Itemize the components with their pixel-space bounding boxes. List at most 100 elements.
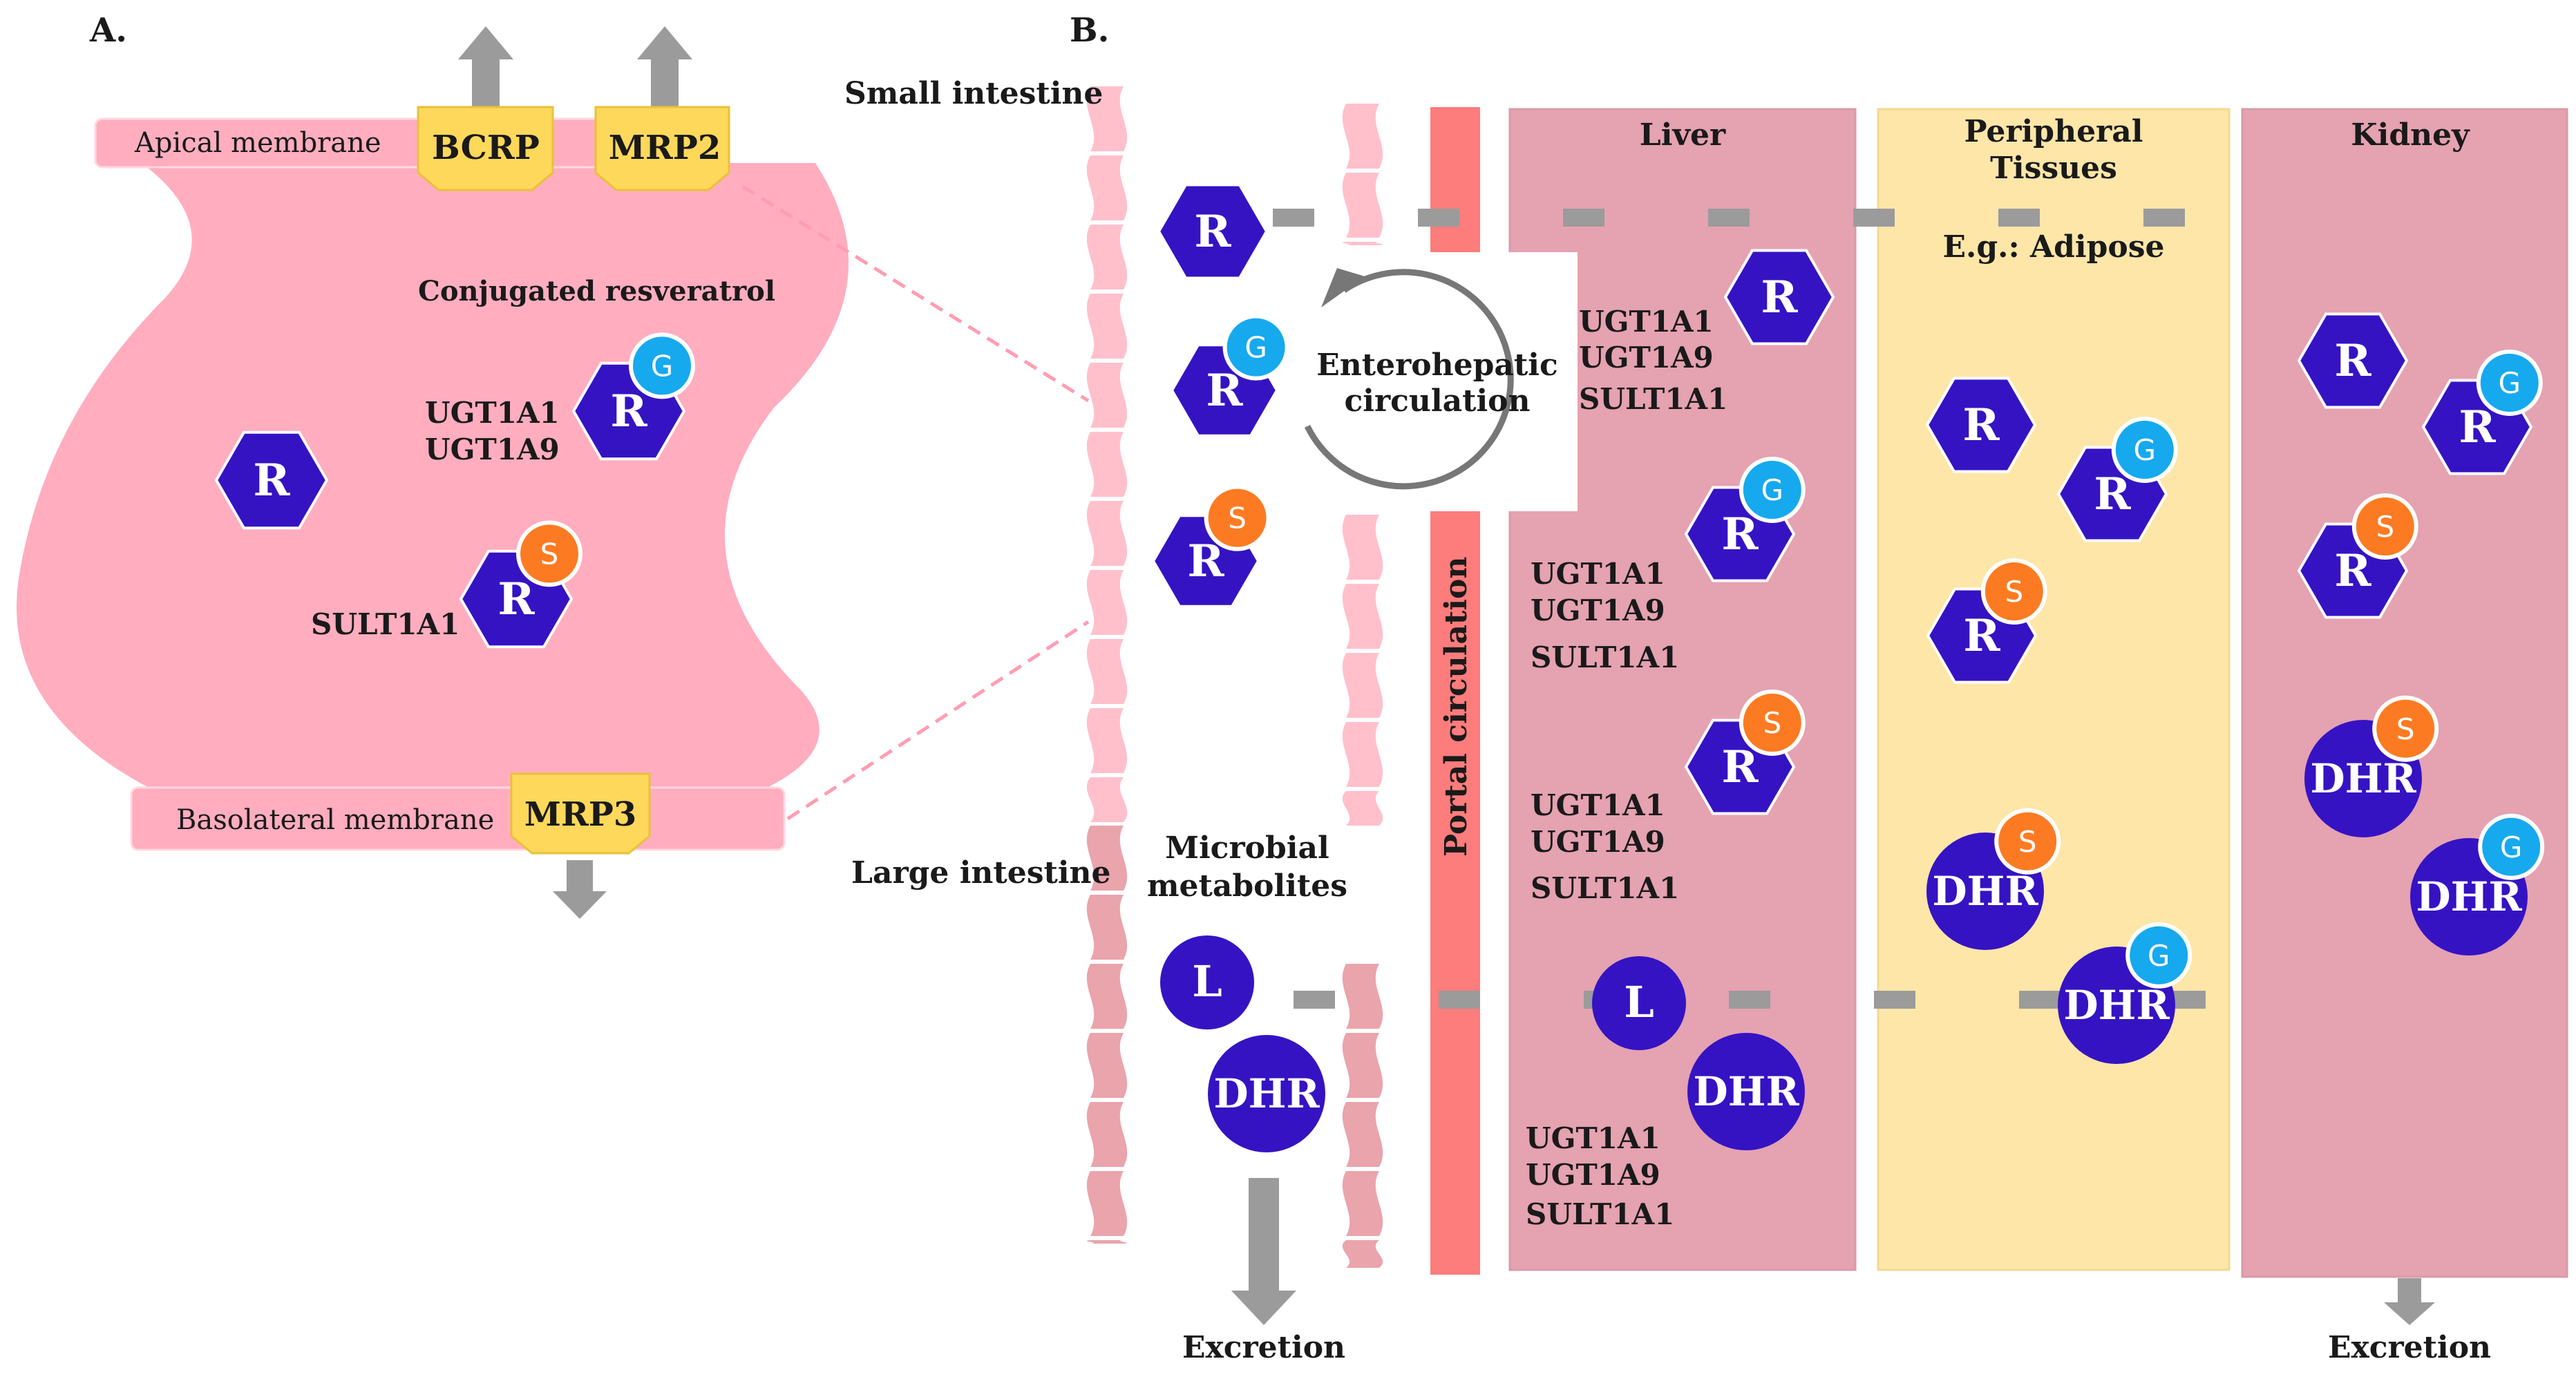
glucuronide-badge: G bbox=[2476, 350, 2543, 417]
resveratrol-sulfate-molecule: RS bbox=[1684, 690, 1806, 815]
svg-text:R: R bbox=[1721, 508, 1759, 560]
glucuronide-badge: G bbox=[2111, 417, 2178, 484]
mrp2-export-arrow bbox=[637, 26, 692, 111]
svg-text:DHR: DHR bbox=[1693, 1068, 1799, 1115]
intestine-wall-segment bbox=[1342, 104, 1383, 169]
svg-text:UGT1A9: UGT1A9 bbox=[1526, 1158, 1660, 1192]
microbial-label-line2: metabolites bbox=[1147, 868, 1347, 904]
portal-circulation-label: Portal circulation bbox=[1439, 557, 1474, 857]
svg-text:R: R bbox=[2094, 468, 2131, 520]
dihydroresveratrol-molecule: DHR bbox=[1687, 1033, 1805, 1150]
enterohepatic-label-line1: Enterohepatic bbox=[1316, 348, 1557, 383]
intestine-wall-segment bbox=[1086, 895, 1128, 960]
sulfate-badge: S bbox=[2372, 695, 2439, 762]
svg-text:UGT1A1: UGT1A1 bbox=[1531, 557, 1665, 591]
intestine-wall-segment bbox=[1086, 1033, 1128, 1098]
intestine-wall-segment bbox=[1342, 173, 1383, 238]
intestinal-excretion-arrow bbox=[1231, 1178, 1296, 1325]
enterohepatic-label-line2: circulation bbox=[1344, 383, 1530, 419]
intestine-wall-segment bbox=[1342, 722, 1383, 787]
svg-text:L: L bbox=[1192, 956, 1222, 1007]
resveratrol-molecule: R bbox=[214, 430, 329, 530]
liver-enzymes-group-3: UGT1A1 UGT1A9 SULT1A1 bbox=[1531, 788, 1679, 905]
panel-b-label: B. bbox=[1070, 11, 1109, 50]
sulfate-badge: S bbox=[516, 520, 583, 587]
svg-text:DHR: DHR bbox=[2416, 873, 2522, 920]
kidney-compartment bbox=[2241, 108, 2568, 1278]
intestine-wall-segment bbox=[1342, 791, 1383, 826]
intestine-wall-segment bbox=[1342, 1102, 1383, 1167]
svg-text:R: R bbox=[2334, 335, 2371, 387]
intestine-wall-segment bbox=[1086, 777, 1128, 822]
large-intestine-wall-right bbox=[1342, 964, 1383, 1268]
transporter-mrp2: MRP2 bbox=[594, 106, 730, 191]
microbial-label-line1: Microbial bbox=[1165, 830, 1329, 866]
zoom-line-top bbox=[741, 184, 1090, 403]
enzyme-ugt1a9-label: UGT1A9 bbox=[425, 432, 560, 466]
intestine-wall-segment bbox=[1342, 242, 1383, 245]
mrp3-efflux-arrow bbox=[553, 860, 607, 919]
intestine-wall-segment bbox=[1086, 363, 1128, 428]
resveratrol-molecule: R bbox=[1925, 377, 2037, 473]
resveratrol-glucuronide-molecule: RG bbox=[571, 332, 695, 461]
peripheral-label-line2: Tissues bbox=[1990, 151, 2117, 186]
liver-enzymes-group-2: UGT1A1 UGT1A9 SULT1A1 bbox=[1531, 557, 1679, 674]
enterohepatic-arrowhead bbox=[1321, 268, 1365, 307]
intestine-wall-segment bbox=[1342, 1171, 1383, 1236]
large-intestine-wall-left bbox=[1086, 826, 1128, 1244]
liver-enzymes-group-1: UGT1A1 UGT1A9 SULT1A1 bbox=[1579, 305, 1727, 416]
intestine-wall-segment bbox=[1342, 515, 1383, 580]
renal-excretion-label: Excretion bbox=[2328, 1330, 2491, 1365]
transporter-mrp3: MRP3 bbox=[510, 772, 651, 855]
svg-text:R: R bbox=[2334, 545, 2371, 597]
intestine-wall-segment bbox=[1086, 826, 1128, 891]
resveratrol-molecule: R bbox=[1157, 183, 1269, 280]
lunularin-molecule: L bbox=[1160, 935, 1254, 1029]
svg-text:G: G bbox=[2134, 433, 2157, 467]
intestine-wall-segment bbox=[1086, 964, 1128, 1029]
peripheral-example-label: E.g.: Adipose bbox=[1943, 229, 2165, 265]
small-intestine-wall-left bbox=[1086, 86, 1128, 822]
intestine-wall-segment bbox=[1086, 639, 1128, 704]
intestine-wall-group bbox=[1086, 86, 1383, 1268]
panel-a-label: A. bbox=[89, 11, 127, 50]
intestine-wall-segment bbox=[1342, 964, 1383, 1029]
intestinal-excretion-label: Excretion bbox=[1182, 1330, 1345, 1365]
kidney-label: Kidney bbox=[2351, 117, 2470, 153]
svg-text:SULT1A1: SULT1A1 bbox=[1579, 382, 1727, 416]
glucuronide-badge: G bbox=[1739, 457, 1806, 524]
svg-text:S: S bbox=[2396, 712, 2415, 746]
svg-text:G: G bbox=[2500, 830, 2523, 864]
svg-text:MRP2: MRP2 bbox=[609, 129, 721, 167]
svg-text:SULT1A1: SULT1A1 bbox=[1526, 1197, 1674, 1231]
svg-text:S: S bbox=[2376, 510, 2394, 544]
glucuronide-badge: G bbox=[629, 332, 695, 399]
svg-text:R: R bbox=[1761, 272, 1798, 323]
intestine-wall-segment bbox=[1086, 570, 1128, 635]
svg-text:S: S bbox=[2005, 575, 2023, 609]
intestine-wall-segment bbox=[1086, 86, 1128, 151]
resveratrol-molecule: R bbox=[1723, 249, 1835, 345]
svg-text:UGT1A9: UGT1A9 bbox=[1531, 825, 1665, 859]
peripheral-label-line1: Peripheral bbox=[1964, 114, 2143, 149]
molecule-layer: RRGRSRRGRSLDHRRRGRSLDHRRRGRSDHRSDHRGRRGR… bbox=[214, 183, 2545, 1152]
lunularin-molecule: L bbox=[1592, 956, 1686, 1050]
svg-text:S: S bbox=[2018, 825, 2037, 859]
conjugated-resveratrol-label: Conjugated resveratrol bbox=[418, 275, 775, 307]
liver-enzymes-group-4: UGT1A1 UGT1A9 SULT1A1 bbox=[1526, 1121, 1674, 1231]
svg-text:L: L bbox=[1624, 977, 1654, 1027]
svg-text:SULT1A1: SULT1A1 bbox=[1531, 871, 1679, 905]
svg-text:UGT1A9: UGT1A9 bbox=[1531, 593, 1665, 627]
sulfate-badge: S bbox=[2351, 493, 2418, 560]
renal-excretion-arrow bbox=[2384, 1278, 2435, 1325]
peripheral-compartment bbox=[1877, 108, 2231, 1271]
resveratrol-sulfate-molecule: RS bbox=[1151, 484, 1271, 608]
resveratrol-glucuronide-molecule: RG bbox=[1684, 457, 1806, 582]
small-intestine-wall-right-top bbox=[1342, 104, 1383, 245]
enterohepatic-cycle-arrow bbox=[1304, 269, 1514, 490]
enterohepatic-cycle-ring bbox=[1323, 269, 1537, 484]
